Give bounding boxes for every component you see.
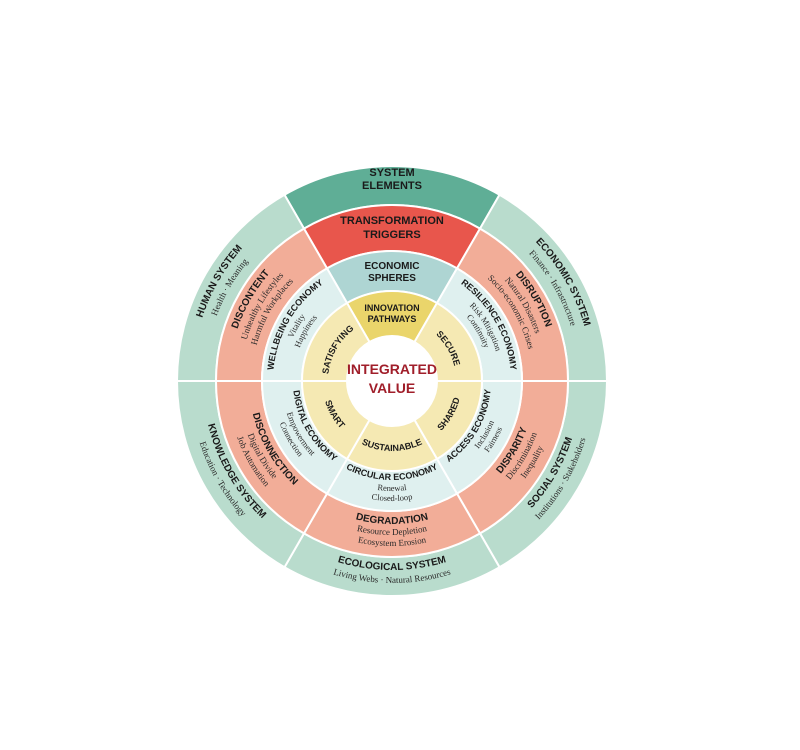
degradation-trigger-sub2-path: Ecosystem Erosion: [357, 534, 427, 548]
system-elements-label-line2: ELEMENTS: [362, 180, 422, 192]
degradation-trigger-sub2: Ecosystem Erosion: [357, 534, 427, 548]
center-circle: [348, 337, 436, 425]
degradation-trigger-sub1-path: Resource Depletion: [356, 523, 428, 537]
innovation-pathways-label-line2: PATHWAYS: [368, 314, 417, 324]
circular-sphere-sub1: Renewal: [377, 482, 408, 493]
center-title-line2: VALUE: [369, 380, 415, 396]
circular-sphere-sub2: Closed-loop: [371, 491, 413, 503]
degradation-trigger-title: DEGRADATION: [355, 512, 429, 528]
degradation-trigger-title-path: DEGRADATION: [355, 512, 429, 528]
integrated-value-center: INTEGRATED VALUE: [347, 337, 437, 425]
innovation-pathways-label-line1: INNOVATION: [364, 303, 419, 313]
ring-segments: [175, 165, 609, 597]
center-title-line1: INTEGRATED: [347, 361, 437, 377]
pathway-ring-segment-5: [300, 301, 371, 382]
circular-sphere-sub1-path: Renewal: [377, 482, 408, 493]
economic-spheres-label-line2: SPHERES: [368, 273, 416, 284]
transformation-triggers-label-line2: TRIGGERS: [363, 229, 420, 241]
economic-spheres-label-line1: ECONOMIC: [365, 261, 420, 272]
circular-sphere-sub2-path: Closed-loop: [371, 491, 413, 503]
transformation-triggers-label-line1: TRANSFORMATION: [340, 215, 444, 227]
system-elements-label-line1: SYSTEM: [369, 167, 414, 179]
degradation-trigger-sub1: Resource Depletion: [356, 523, 428, 537]
